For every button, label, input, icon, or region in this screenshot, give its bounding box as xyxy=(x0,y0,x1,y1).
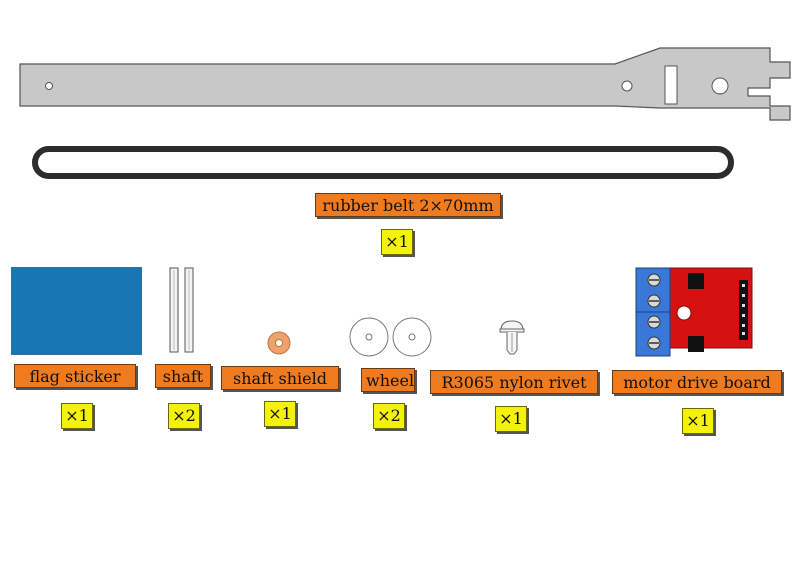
motor-drive-board-part xyxy=(635,267,753,357)
shaft-shield-qty: ×1 xyxy=(264,401,296,427)
flat-arm-part xyxy=(19,47,791,121)
shaft-shield-label: shaft shield xyxy=(221,366,339,390)
nylon-rivet-label: R3065 nylon rivet xyxy=(430,370,598,394)
wheel-parts xyxy=(349,317,432,357)
wheel-label: wheel xyxy=(361,368,415,392)
motor-drive-board-qty: ×1 xyxy=(682,408,714,434)
nylon-rivet-qty: ×1 xyxy=(495,406,527,432)
wheel-qty: ×2 xyxy=(373,403,405,429)
rubber-belt-label: rubber belt 2×70mm xyxy=(315,193,501,217)
shaft-qty: ×2 xyxy=(168,403,200,429)
flag-sticker-label: flag sticker xyxy=(14,364,136,388)
shaft-label: shaft xyxy=(155,364,211,388)
shaft-parts xyxy=(169,267,194,353)
flag-sticker-part xyxy=(11,267,142,355)
rubber-belt-qty: ×1 xyxy=(381,229,413,255)
motor-drive-board-label: motor drive board xyxy=(612,370,782,394)
nylon-rivet-part xyxy=(499,320,525,355)
shaft-shield-washer xyxy=(267,331,291,355)
rubber-belt-loop xyxy=(32,146,734,179)
flag-sticker-qty: ×1 xyxy=(61,403,93,429)
